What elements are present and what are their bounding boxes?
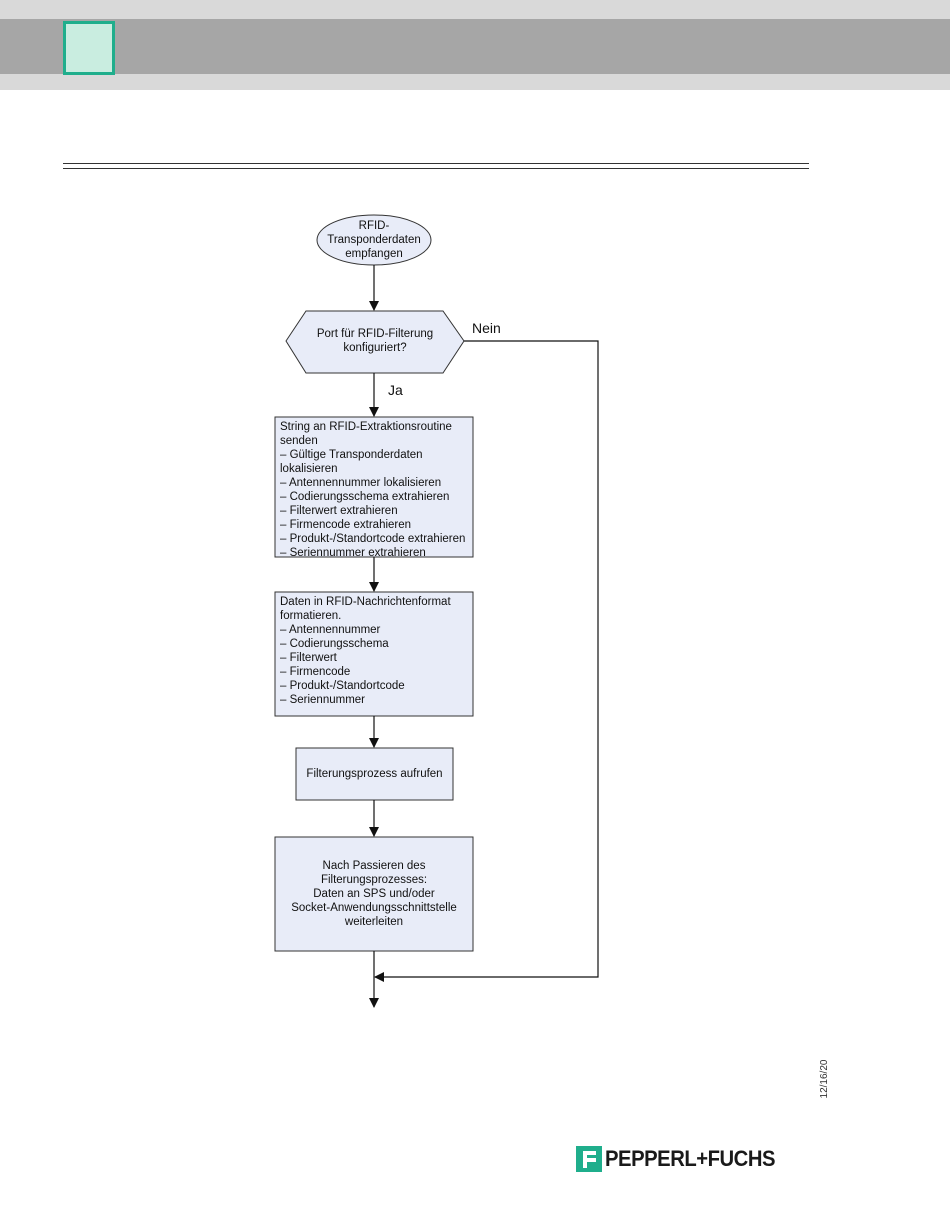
step4-shape <box>274 836 474 952</box>
section-rule-lower <box>63 168 809 169</box>
start-node-label: RFID- Transponderdaten empfangen <box>327 220 421 260</box>
pepperl-fuchs-logo-icon <box>576 1146 602 1172</box>
chapter-square-icon <box>63 21 115 75</box>
step1-label: String an RFID-Extraktionsroutine senden… <box>280 421 466 559</box>
decision-node-label: Port für RFID-Filterung konfiguriert? <box>316 328 434 354</box>
header-band-top <box>0 0 950 19</box>
edge-label-no: Nein <box>472 320 501 336</box>
header-band-bottom <box>0 74 950 90</box>
arrow-no-bypass <box>374 340 599 982</box>
edge-label-yes: Ja <box>388 382 403 398</box>
section-rule <box>63 163 809 164</box>
step3-shape <box>295 747 454 801</box>
step2-label: Daten in RFID-Nachrichtenformat formatie… <box>280 596 451 706</box>
step4-label: Nach Passieren des Filterungsprozesses: … <box>291 860 457 928</box>
brand-name: PEPPERL+FUCHS <box>605 1146 776 1171</box>
step1-shape <box>274 416 474 558</box>
brand-logo: PEPPERL+FUCHS <box>576 1145 790 1173</box>
step3-label: Filterungsprozess aufrufen <box>306 768 443 780</box>
header-band <box>0 19 950 74</box>
step2-shape <box>274 591 474 717</box>
date-stamp: 12/16/20 <box>819 1059 830 1099</box>
